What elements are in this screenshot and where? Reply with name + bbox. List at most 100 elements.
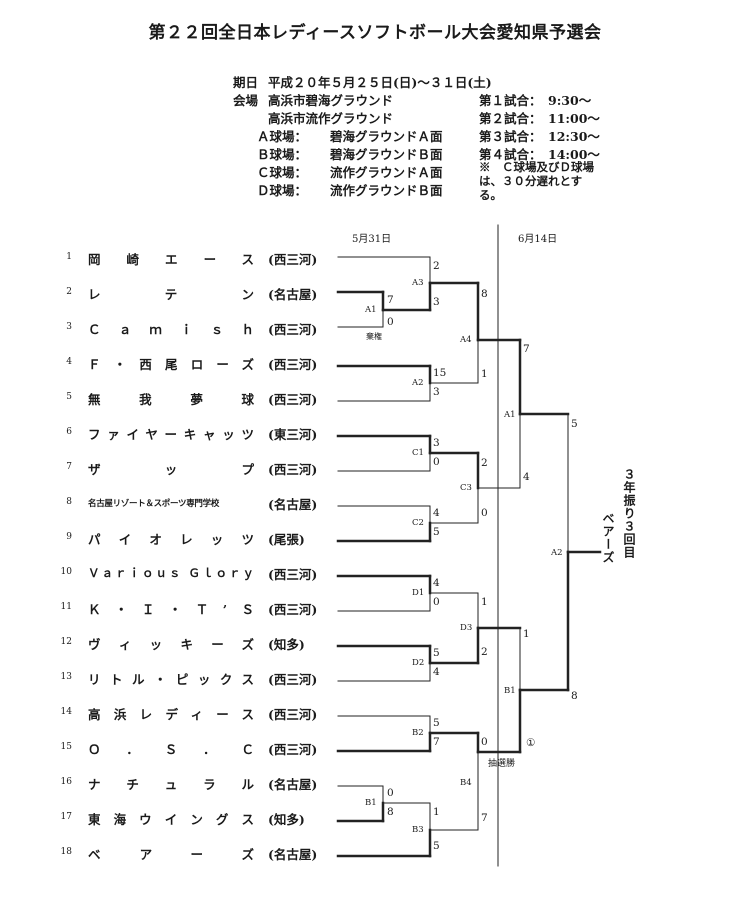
game-1-time: 9:30～ xyxy=(548,93,592,108)
team-number: 13 xyxy=(60,672,72,682)
match-label: B3 xyxy=(412,825,424,835)
field-d-name: Ｄ球場： xyxy=(257,183,308,198)
team-number: 6 xyxy=(66,427,72,437)
game-3-time: 12:30～ xyxy=(548,129,600,144)
team-number: 12 xyxy=(60,637,72,647)
team-name: 無我夢球 xyxy=(88,392,254,407)
team-number: 10 xyxy=(60,567,72,577)
match-label: A3 xyxy=(412,278,424,288)
match-label: A1 xyxy=(504,410,516,420)
team-number: 14 xyxy=(60,707,72,717)
venue-2: 高浜市流作グラウンド xyxy=(268,111,394,126)
match-score-bottom: 4 xyxy=(523,471,530,483)
field-a-name: Ａ球場： xyxy=(257,129,308,144)
match-score-bottom: 8 xyxy=(571,690,578,702)
match-label: A1 xyxy=(365,305,377,315)
match-score-top: 0 xyxy=(387,787,394,799)
match-score-top: 1 xyxy=(481,596,488,608)
match-label: D3 xyxy=(460,623,473,633)
match-label: C2 xyxy=(412,518,424,528)
match-score-bottom: 2 xyxy=(481,646,488,658)
match-score-bottom: 3 xyxy=(433,296,440,308)
team-name: ファイヤーキャッツ xyxy=(88,427,254,442)
team-name: Ｋ・Ｉ・Ｔ’Ｓ xyxy=(88,602,254,617)
team-name: ナチュラル xyxy=(88,777,254,792)
team-number: 11 xyxy=(60,602,72,612)
match-score-bottom: 0 xyxy=(387,316,394,328)
team-number: 4 xyxy=(66,357,72,367)
team-number: 2 xyxy=(66,287,72,297)
team-region: (西三河) xyxy=(268,742,318,757)
page-title: 第２２回全日本レディースソフトボール大会愛知県予選会 xyxy=(148,23,602,43)
field-d-value: 流作グラウンドＢ面 xyxy=(330,183,443,198)
team-region: (名古屋) xyxy=(268,777,318,792)
match-score-top: 5 xyxy=(433,717,440,729)
field-b-value: 碧海グラウンドＢ面 xyxy=(330,147,443,162)
team-number: 3 xyxy=(66,322,72,332)
match-score-top: 1 xyxy=(523,628,530,640)
game-2-time: 11:00～ xyxy=(548,111,600,126)
match-score-bottom: 3 xyxy=(433,386,440,398)
match-score-top: 3 xyxy=(433,437,440,449)
team-number: 7 xyxy=(66,462,72,472)
team-name: 東海ウイングス xyxy=(88,812,254,827)
match-score-bottom: 7 xyxy=(481,812,488,824)
match-score-top: 2 xyxy=(433,260,440,272)
match-label: B4 xyxy=(460,778,472,788)
field-note: ※ Ｃ球場及びＤ球場は、３０分遅れとする。 xyxy=(479,160,594,202)
team-region: (西三河) xyxy=(268,707,318,722)
team-name: ザップ xyxy=(88,462,254,477)
team-number: 9 xyxy=(66,532,72,542)
match-label: C1 xyxy=(412,448,424,458)
match-label: B2 xyxy=(412,728,424,738)
match-score-bottom: 5 xyxy=(433,840,440,852)
game-2-label: 第２試合： xyxy=(479,111,542,126)
field-c-name: Ｃ球場： xyxy=(257,165,308,180)
team-region: (西三河) xyxy=(268,602,318,617)
team-region: (知多) xyxy=(268,637,305,652)
team-name: Ｆ・西尾ローズ xyxy=(88,357,254,372)
match-note: 棄権 xyxy=(366,332,382,341)
team-number: 8 xyxy=(66,497,72,507)
match-score-top: 4 xyxy=(433,577,440,589)
team-region: (西三河) xyxy=(268,392,318,407)
venue-1: 高浜市碧海グラウンド xyxy=(268,93,394,108)
field-a-value: 碧海グラウンドＡ面 xyxy=(330,129,443,144)
team-region: (名古屋) xyxy=(268,497,318,512)
team-number: 15 xyxy=(60,742,72,752)
match-score-bottom: 0 xyxy=(433,456,440,468)
period-value: 平成２０年５月２５日(日)～３１日(土) xyxy=(268,75,492,90)
team-name: Ｏ．Ｓ．Ｃ xyxy=(88,742,254,757)
match-score-top: 15 xyxy=(433,367,447,379)
period-label: 期日 xyxy=(233,75,259,90)
match-label: A4 xyxy=(460,335,472,345)
match-score-top: 8 xyxy=(481,288,488,300)
match-label: B1 xyxy=(504,686,516,696)
team-name: Ｖａｒｉｏｕｓ Ｇｌｏｒｙ xyxy=(88,566,254,580)
team-region: (西三河) xyxy=(268,357,318,372)
team-name: 高浜レディース xyxy=(88,707,254,722)
team-name: Ｃａｍｉｓｈ xyxy=(88,322,254,337)
match-label: A2 xyxy=(551,548,563,558)
match-label: B1 xyxy=(365,798,377,808)
team-region: (尾張) xyxy=(268,532,305,547)
team-name: パイオレッツ xyxy=(88,532,254,547)
champion-team: ベアーズ xyxy=(601,512,615,564)
date-round-2: 6月14日 xyxy=(518,234,558,245)
team-number: 1 xyxy=(66,252,72,262)
match-score-bottom: 0 xyxy=(433,596,440,608)
match-score-bottom: 1 xyxy=(481,368,488,380)
game-4-time: 14:00～ xyxy=(548,147,600,162)
match-score-bottom: 5 xyxy=(433,526,440,538)
team-region: (西三河) xyxy=(268,567,318,582)
champion-note: ３年振り３回目 xyxy=(622,468,636,559)
match-score-top: 7 xyxy=(523,343,530,355)
venue-label: 会場 xyxy=(233,93,259,108)
team-name: ヴィッキーズ xyxy=(88,637,254,652)
match-score-top: 1 xyxy=(433,806,440,818)
match-note: 抽選勝 xyxy=(488,759,516,769)
match-score-top: 7 xyxy=(387,294,394,306)
game-1-label: 第１試合： xyxy=(479,93,542,108)
team-region: (知多) xyxy=(268,812,305,827)
match-score-top: 5 xyxy=(433,647,440,659)
